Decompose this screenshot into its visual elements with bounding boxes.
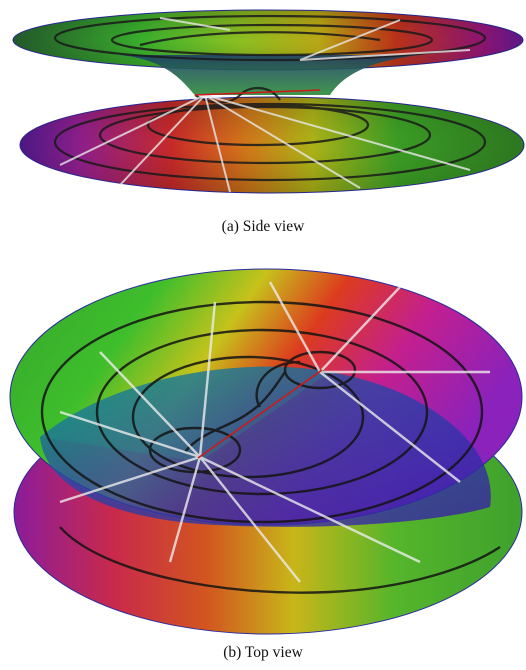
- top-view-surface-render: [9, 268, 523, 635]
- side-view-figure: [0, 0, 526, 205]
- figure-caption-top-view: (b) Top view: [223, 644, 303, 661]
- side-view-surface-render: [12, 9, 525, 194]
- figure-caption-side-view: (a) Side view: [221, 218, 305, 235]
- top-view-figure: [0, 262, 526, 640]
